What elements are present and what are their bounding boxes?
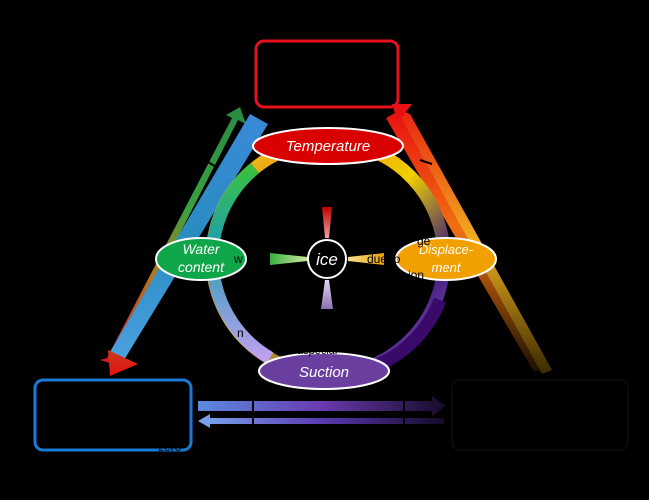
bottom-arrow-left (198, 414, 444, 428)
fragment-w: w (233, 252, 243, 266)
fragment-due-to: due to (367, 252, 401, 266)
left-arrow-up (100, 107, 246, 364)
spoke-right (348, 253, 384, 265)
left-box (33, 378, 193, 452)
temperature-label: Temperature (286, 138, 371, 155)
displacement-icon: Displace- ment (395, 237, 497, 281)
spoke-left (270, 253, 308, 265)
displacement-label-1: Displace- (419, 242, 474, 257)
ice-label: ice (316, 250, 338, 269)
water-content-label-2: content (178, 259, 225, 275)
suction-icon: Suction (258, 352, 390, 390)
ice-icon: ice (307, 239, 347, 279)
right-arrow-head-top (392, 104, 412, 122)
water-content-label-1: Water (182, 241, 220, 257)
temperature-icon: Temperature (252, 127, 404, 165)
right-box (451, 379, 629, 451)
water-content-icon: Water content (155, 237, 247, 281)
suction-label: Suction (299, 364, 349, 381)
left-arrow-head (108, 350, 138, 376)
fragment-n: n (237, 326, 244, 340)
bottom-arrow-right (198, 396, 446, 416)
fragment-aspecial: aspecial (297, 345, 337, 357)
fragment-ge: ge (417, 234, 431, 248)
fragment-zero: zero (158, 440, 182, 454)
spoke-bottom (321, 280, 333, 309)
displacement-label-2: ment (432, 260, 462, 275)
fragment-ion: ion (408, 268, 424, 282)
fragment-on: on (117, 300, 130, 314)
top-box (254, 39, 400, 109)
spoke-top (322, 207, 332, 238)
left-arrow-down (110, 114, 268, 360)
